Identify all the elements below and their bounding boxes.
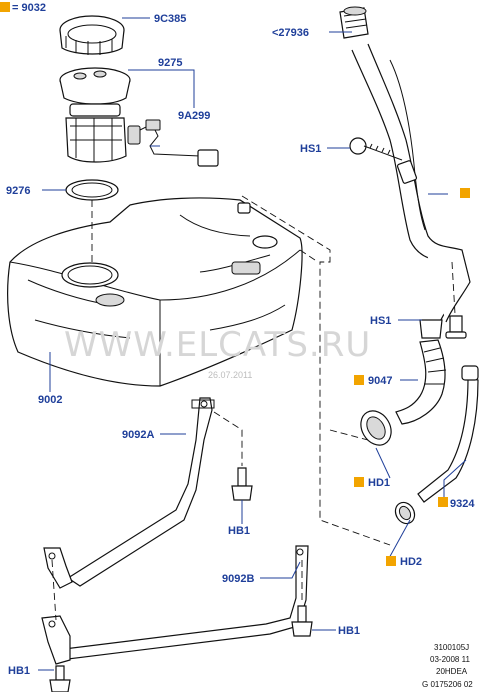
label-hb1-right: HB1 <box>338 625 360 637</box>
bolt-hb1-left[interactable] <box>49 665 71 692</box>
bolt-hb1-right[interactable] <box>291 605 313 637</box>
bolt-hs1-mid[interactable] <box>445 315 467 339</box>
label-hb1-left: HB1 <box>8 665 30 677</box>
lock-ring[interactable] <box>59 15 125 55</box>
strap-9092b[interactable] <box>41 545 309 665</box>
watermark-text: WWW.ELCATS.RU <box>64 325 371 365</box>
label-9092b: 9092B <box>222 573 254 585</box>
bolt-hs1-top[interactable] <box>349 137 403 161</box>
hose-clamp-hd2[interactable] <box>392 499 419 527</box>
label-9002: 9002 <box>38 394 62 406</box>
label-hs1-top: HS1 <box>300 143 321 155</box>
label-9047: 9047 <box>368 375 392 387</box>
marker-9032 <box>0 2 10 12</box>
label-9275: 9275 <box>158 57 182 69</box>
label-9092a: 9092A <box>122 429 154 441</box>
fuel-cap[interactable] <box>339 6 369 39</box>
hose-clamp-hd1[interactable] <box>355 405 397 450</box>
filler-pipe[interactable] <box>351 43 471 339</box>
footer-line-3: 20HDEA <box>436 667 468 676</box>
sender-harness[interactable] <box>139 119 219 167</box>
label-9276: 9276 <box>6 185 30 197</box>
label-27936: <27936 <box>272 27 309 39</box>
fuel-tank[interactable] <box>7 197 303 387</box>
marker-9324 <box>438 497 448 507</box>
label-hs1-mid: HS1 <box>370 315 391 327</box>
marker-hd2 <box>386 556 396 566</box>
marker-pipe <box>460 188 470 198</box>
label-9032: = 9032 <box>12 2 46 14</box>
strap-9092a[interactable] <box>43 397 215 589</box>
label-9a299: 9A299 <box>178 110 210 122</box>
marker-hd1 <box>354 477 364 487</box>
watermark-date: 26.07.2011 <box>208 370 252 380</box>
filler-hose[interactable] <box>395 339 447 425</box>
bolt-hb1-mid[interactable] <box>231 467 253 501</box>
label-hd2: HD2 <box>400 556 422 568</box>
tank-gasket[interactable] <box>65 179 119 201</box>
label-9c385: 9C385 <box>154 13 186 25</box>
footer-line-1: 3100105J <box>434 643 469 652</box>
fuel-pump-module[interactable] <box>59 67 141 163</box>
footer-line-2: 03-2008 11 <box>430 655 470 664</box>
label-hb1-mid: HB1 <box>228 525 250 537</box>
marker-9047 <box>354 375 364 385</box>
label-9324: 9324 <box>450 498 475 510</box>
label-hd1: HD1 <box>368 477 390 489</box>
vent-tube[interactable] <box>417 365 479 503</box>
footer-line-4: G 0175206 02 <box>422 680 473 689</box>
